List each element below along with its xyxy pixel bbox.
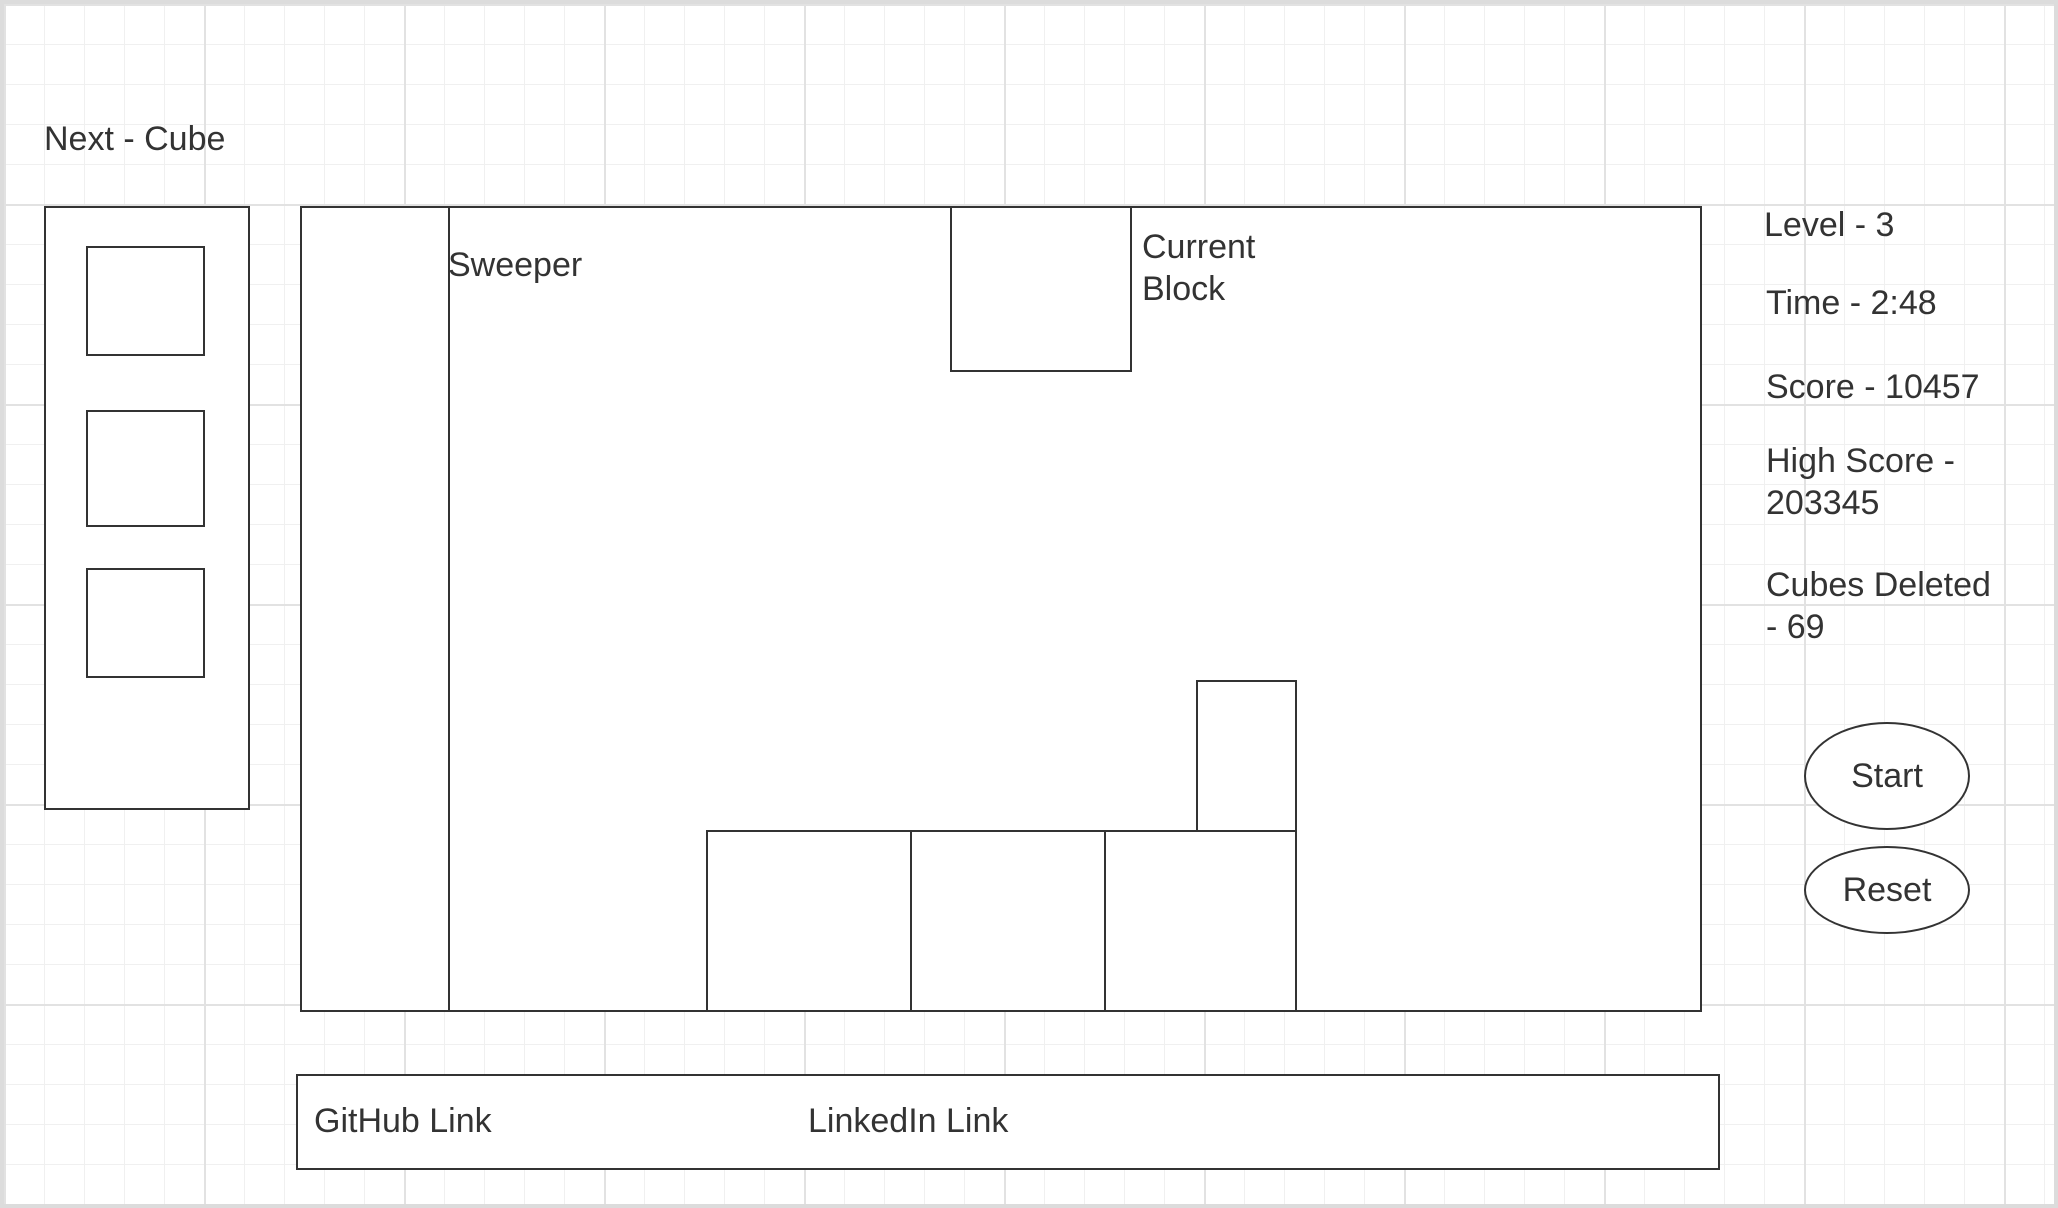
github-link[interactable]: GitHub Link bbox=[314, 1102, 492, 1140]
next-cube-panel bbox=[44, 206, 250, 810]
settled-block bbox=[910, 830, 1106, 1012]
current-block-label: Current Block bbox=[1142, 228, 1256, 308]
current-block bbox=[950, 206, 1132, 372]
settled-block bbox=[1196, 680, 1297, 832]
sweeper-label: Sweeper bbox=[448, 246, 583, 284]
cubes-deleted-readout: Cubes Deleted - 69 bbox=[1766, 566, 1991, 646]
high-score-readout: High Score - 203345 bbox=[1766, 442, 1955, 522]
settled-block bbox=[1104, 830, 1297, 1012]
next-cube-slot bbox=[86, 410, 205, 527]
time-readout: Time - 2:48 bbox=[1766, 284, 1937, 322]
next-cube-title: Next - Cube bbox=[44, 120, 226, 158]
linkedin-link[interactable]: LinkedIn Link bbox=[808, 1102, 1009, 1140]
footer-bar: GitHub Link LinkedIn Link bbox=[296, 1074, 1720, 1170]
sweeper bbox=[300, 206, 450, 1012]
game-board: Sweeper Current Block bbox=[300, 206, 1702, 1012]
next-cube-slot bbox=[86, 568, 205, 678]
start-button[interactable]: Start bbox=[1804, 722, 1970, 830]
reset-button[interactable]: Reset bbox=[1804, 846, 1970, 934]
score-readout: Score - 10457 bbox=[1766, 368, 1980, 406]
next-cube-slot bbox=[86, 246, 205, 356]
level-readout: Level - 3 bbox=[1764, 206, 1895, 244]
settled-block bbox=[706, 830, 912, 1012]
